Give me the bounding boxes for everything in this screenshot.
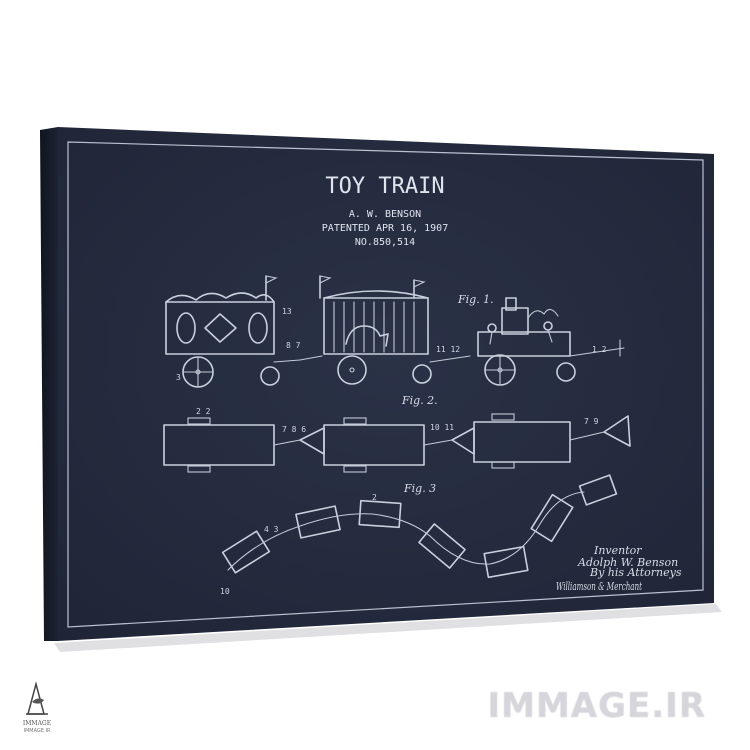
ref-num-fig3-a: 10 — [220, 587, 230, 596]
figure-2-plan-view: Fig. 2. 2 2 7 8 6 10 11 7 9 — [163, 394, 631, 473]
ref-num-fig2-d: 7 9 — [584, 417, 599, 426]
figure-2-label: Fig. 2. — [401, 394, 438, 407]
inventor-name: Adolph W. Benson — [577, 556, 678, 569]
figure-1-label: Fig. 1. — [457, 293, 494, 306]
ref-num-fig2-c: 10 11 — [430, 423, 454, 432]
logo-sub-text: IMMAGE.IR — [23, 728, 51, 734]
ref-num-fig1-a: 13 — [282, 307, 292, 316]
poster-patent-line: PATENTED APR 16, 1907 — [322, 223, 448, 234]
poster-inventor-line: A. W. BENSON — [349, 209, 421, 220]
blueprint-border — [67, 141, 704, 628]
site-logo: IMMAGE IMMAGE.IR — [14, 676, 60, 740]
ref-num-fig1-e: 1 2 — [592, 345, 607, 354]
figure-1-side-view: Fig. 1. 13 3 8 7 11 12 1 2 — [165, 275, 625, 388]
poster-title: TOY TRAIN — [325, 174, 444, 199]
ref-num-fig3-b: 4 3 — [264, 525, 279, 534]
signature-block: Inventor Adolph W. Benson By his Attorne… — [556, 544, 682, 593]
ref-num-fig2-a: 2 2 — [196, 407, 211, 416]
figure-3-label: Fig. 3 — [403, 482, 436, 495]
canvas-shadow — [54, 604, 722, 652]
ref-num-fig3-c: 2 — [372, 493, 377, 502]
figure-3-curve-view: Fig. 3 10 4 3 2 — [220, 474, 618, 596]
inventor-label: Inventor — [593, 544, 642, 557]
locomotive — [477, 297, 625, 386]
logo-brand-text: IMMAGE — [22, 720, 52, 727]
ref-num-fig1-d: 11 12 — [436, 345, 460, 354]
canvas-side-edge — [40, 127, 58, 641]
circus-wagon-car — [165, 275, 323, 388]
attorney-signature: Williamson & Merchant — [556, 580, 642, 593]
poster-number-line: NO.850,514 — [355, 237, 415, 248]
canvas-face — [58, 127, 714, 641]
ref-num-fig1-c: 8 7 — [286, 341, 301, 350]
watermark-text: IMMAGE.IR — [487, 686, 706, 726]
attorney-by-line: By his Attorneys — [589, 566, 682, 579]
ref-num-fig2-b: 7 8 6 — [282, 425, 306, 434]
lion-cage-car — [319, 275, 471, 385]
logo-emblem-icon — [26, 681, 48, 715]
ref-num-fig1-b: 3 — [176, 373, 181, 382]
